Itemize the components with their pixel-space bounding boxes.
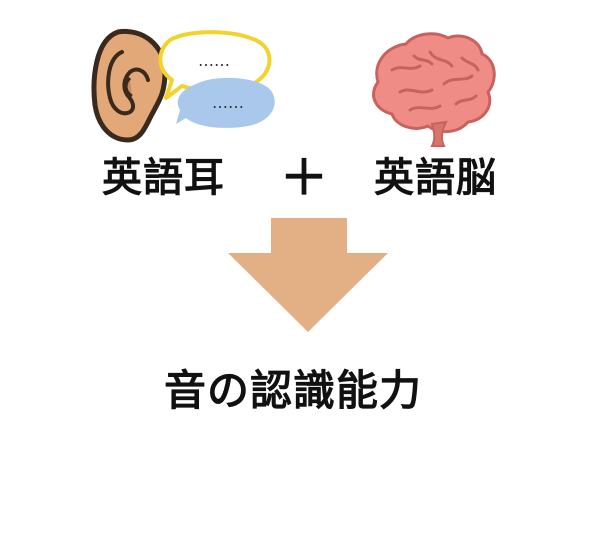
speech-bubble-top-dots: …… <box>198 51 230 70</box>
ear-icon <box>91 28 168 143</box>
speech-bubble-bottom-dots: …… <box>212 93 244 112</box>
plus-sign: ＋ <box>280 150 329 206</box>
result-label: 音の認識能力 <box>164 366 423 415</box>
english-brain-label: 英語脳 <box>374 155 497 201</box>
brain-icon <box>372 32 496 147</box>
down-arrow <box>228 218 388 332</box>
speech-bubble-bottom <box>176 77 275 128</box>
english-ear-label: 英語耳 <box>102 155 225 201</box>
